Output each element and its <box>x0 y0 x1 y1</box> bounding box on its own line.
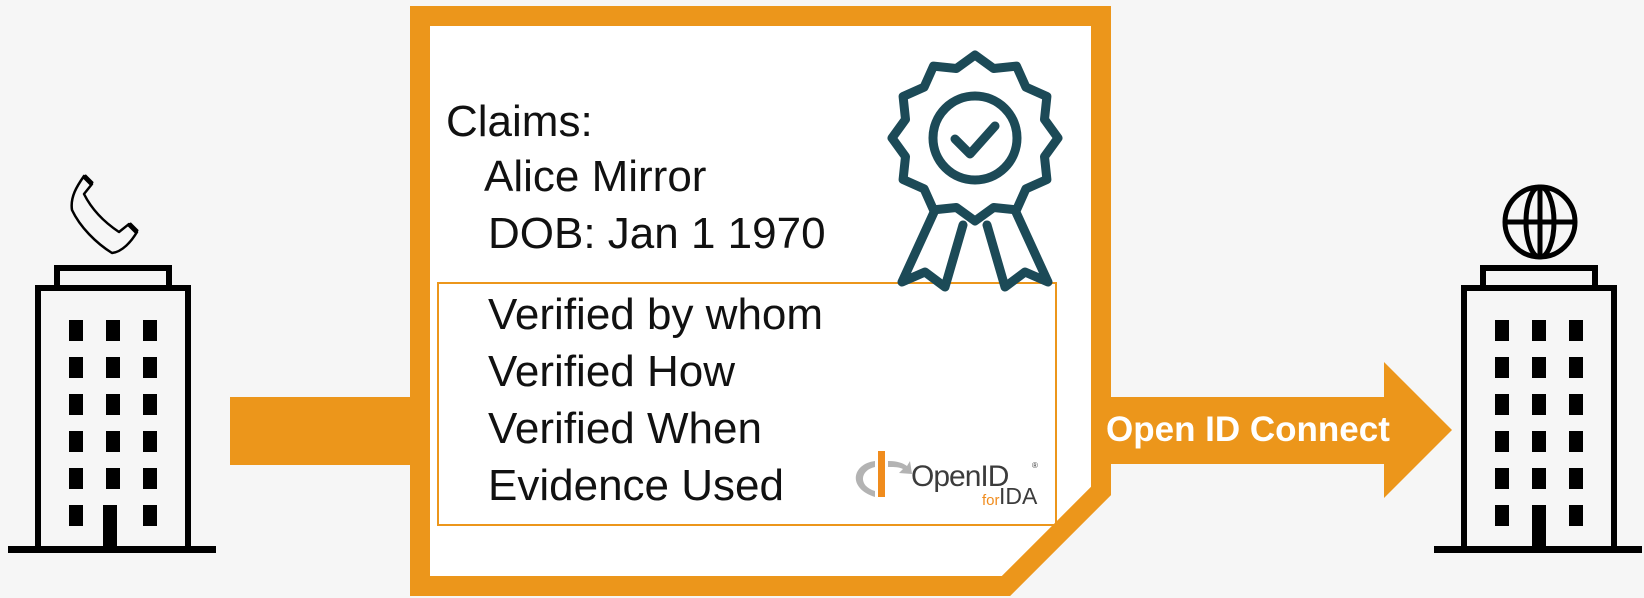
building-window <box>1495 357 1509 378</box>
building-window <box>1569 320 1583 341</box>
verification-item-when: Verified When <box>488 404 762 453</box>
claim-dob: DOB: Jan 1 1970 <box>488 209 826 258</box>
openid-logo-icon <box>855 451 912 497</box>
building-window <box>1532 357 1546 378</box>
verification-item-how: Verified How <box>488 347 736 396</box>
building-window <box>69 505 83 526</box>
building-window <box>1569 394 1583 415</box>
building-window <box>106 431 120 452</box>
building-window <box>69 320 83 341</box>
building-window <box>1532 431 1546 452</box>
building-window <box>106 320 120 341</box>
credential-card <box>410 6 1111 596</box>
building-window <box>1495 505 1509 526</box>
claim-name: Alice Mirror <box>484 152 707 201</box>
building-window <box>1495 468 1509 489</box>
verification-item-evidence: Evidence Used <box>488 461 784 510</box>
building-window <box>1532 394 1546 415</box>
building-window <box>143 357 157 378</box>
openid-logo-text: OpenID <box>911 460 1009 493</box>
building-window <box>143 431 157 452</box>
verification-item-whom: Verified by whom <box>488 290 824 339</box>
building-window <box>69 357 83 378</box>
phone-icon <box>70 174 139 255</box>
building-window <box>143 394 157 415</box>
building-window <box>1569 431 1583 452</box>
building-window <box>1569 505 1583 526</box>
openid-connect-label: Open ID Connect <box>1106 410 1390 449</box>
building-window <box>143 320 157 341</box>
relying-party-building-icon <box>1434 265 1642 553</box>
openid-logo-registered: ® <box>1032 461 1038 470</box>
building-window <box>143 468 157 489</box>
issuer-building-icon <box>8 265 216 553</box>
verification-box <box>437 282 1057 526</box>
building-window <box>106 357 120 378</box>
award-ribbon-icon <box>887 50 1063 292</box>
building-window <box>1495 394 1509 415</box>
building-window <box>69 431 83 452</box>
building-window <box>1532 320 1546 341</box>
building-window <box>106 394 120 415</box>
building-window <box>106 468 120 489</box>
globe-icon <box>1502 184 1578 260</box>
claims-title: Claims: <box>446 97 593 146</box>
building-window <box>69 394 83 415</box>
building-window <box>69 468 83 489</box>
building-window <box>143 505 157 526</box>
incoming-arrow <box>230 397 415 465</box>
building-window <box>1495 320 1509 341</box>
openid-connect-arrow <box>1100 362 1452 498</box>
building-window <box>1569 357 1583 378</box>
openid-logo-ida: IDA <box>999 483 1038 509</box>
building-window <box>1532 468 1546 489</box>
building-window <box>1569 468 1583 489</box>
building-window <box>1495 431 1509 452</box>
openid-logo-for: for <box>982 492 1000 509</box>
